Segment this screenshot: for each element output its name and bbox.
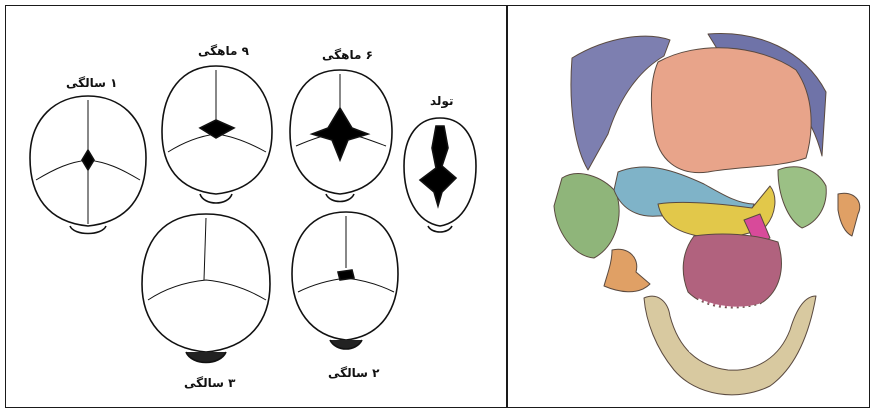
skull-2-years: [292, 212, 398, 349]
small-bone-right: [838, 193, 860, 236]
exploded-skull-panel: [508, 0, 870, 415]
frontal-bone: [651, 48, 811, 173]
exploded-skull-illustration: [508, 0, 870, 415]
skull-6-months: [290, 70, 392, 202]
label-2-years: ۲ سالگی: [328, 366, 379, 380]
mandible-bone: [644, 296, 816, 395]
label-9-months: ۹ ماهگی: [198, 44, 249, 58]
skull-9-months: [162, 66, 272, 203]
skull-1-year: [30, 96, 146, 234]
label-birth: تولد: [430, 94, 453, 108]
small-bone-left: [604, 249, 650, 292]
label-6-months: ۶ ماهگی: [322, 48, 373, 62]
skull-3-years: [142, 214, 270, 363]
skull-development-panel: ۱ سالگی ۹ ماهگی ۶ ماهگی تولد ۳ سالگی ۲ س…: [0, 0, 506, 415]
maxilla-bone: [683, 234, 781, 308]
temporal-bone-right: [778, 167, 826, 228]
skull-drawings: [0, 0, 506, 415]
label-1-year: ۱ سالگی: [66, 76, 117, 90]
skull-birth: [404, 118, 476, 232]
teeth-lower: [690, 350, 768, 362]
label-3-years: ۳ سالگی: [184, 376, 235, 390]
temporal-bone-left: [554, 174, 619, 258]
